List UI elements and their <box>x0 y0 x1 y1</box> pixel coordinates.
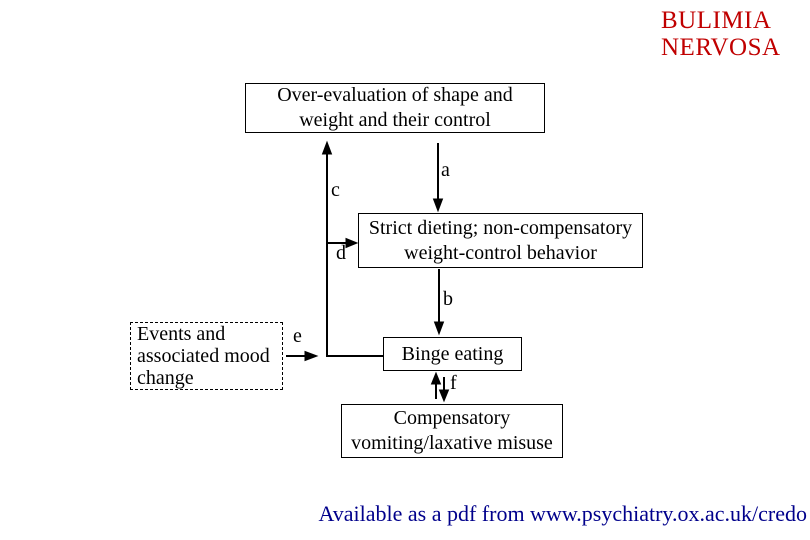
arrow-label-e: e <box>293 325 302 347</box>
box-overevaluation: Over-evaluation of shape and weight and … <box>245 83 545 133</box>
footer-pdf-url: Available as a pdf from www.psychiatry.o… <box>318 501 807 526</box>
arrow-f-down-head <box>438 389 450 403</box>
arrow-b-head <box>433 321 445 336</box>
arrow-a-head <box>432 198 444 213</box>
arrow-label-b: b <box>443 288 453 310</box>
arrow-c-line <box>326 151 383 357</box>
arrow-label-d: d <box>336 242 346 264</box>
arrow-label-a: a <box>441 159 450 181</box>
arrow-f-up-head <box>430 371 442 385</box>
arrow-label-f: f <box>450 372 457 394</box>
box-strict-dieting: Strict dieting; non-compensatory weight-… <box>358 213 643 268</box>
box-events-mood: Events and associated mood change <box>130 322 283 390</box>
arrow-e-head <box>304 350 319 362</box>
title-line-2: NERVOSA <box>661 34 781 61</box>
arrow-label-c: c <box>331 179 340 201</box>
box-compensatory-behavior: Compensatory vomiting/laxative misuse <box>341 404 563 458</box>
arrow-d-head <box>345 237 359 249</box>
title-line-1: BULIMIA <box>661 7 772 34</box>
box-binge-eating: Binge eating <box>383 337 522 371</box>
slide-title: BULIMIA NERVOSA <box>661 7 781 61</box>
arrow-c-head <box>321 140 333 155</box>
